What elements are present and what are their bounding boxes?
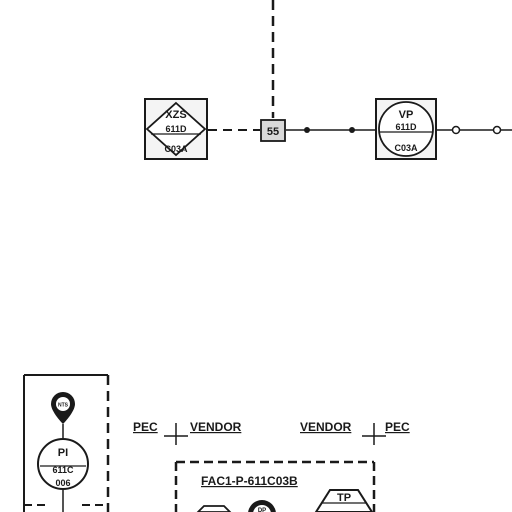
dp-tag: DP <box>258 508 266 512</box>
vendor-package-boundary <box>174 460 376 512</box>
vp-bubble <box>378 101 434 157</box>
tp-instrument[interactable]: TP <box>314 489 374 512</box>
pi-tag: PI <box>58 447 68 459</box>
xzs-diamond <box>145 101 207 157</box>
left-pec-label: PEC <box>133 420 158 434</box>
junction-label: 55 <box>267 126 279 138</box>
left-vendor-label: VENDOR <box>190 420 242 434</box>
pi-package-boundary <box>23 374 110 512</box>
xzs-tag: XZS <box>165 109 186 121</box>
hollow-connection-circle <box>451 125 461 135</box>
xzs-suffix: C03A <box>164 144 188 154</box>
dp-bubble-inner <box>253 505 271 512</box>
pi-instrument[interactable]: PI 611C 006 <box>37 438 89 490</box>
dp-instrument[interactable]: DP <box>248 500 276 512</box>
connection-dot <box>304 127 310 133</box>
right-pec-label: PEC <box>385 420 410 434</box>
tp-hexagon <box>314 489 374 512</box>
left-scope-break: PEC VENDOR <box>133 420 242 445</box>
bottom-left-hexagon <box>196 505 232 512</box>
xzs-number: 611D <box>165 124 187 134</box>
pin-marker-label: NTS <box>58 403 69 409</box>
connection-dot <box>349 127 355 133</box>
vp-number: 611D <box>395 122 417 132</box>
right-vendor-label: VENDOR <box>300 420 352 434</box>
junction-box[interactable]: 55 <box>260 119 286 142</box>
pump-tag-label[interactable]: FAC1-P-611C03B <box>201 474 298 488</box>
pi-number: 611C <box>52 465 74 475</box>
vp-tag: VP <box>399 109 414 121</box>
hollow-connection-circle <box>492 125 502 135</box>
pin-marker-icon: NTS <box>51 392 75 424</box>
right-scope-break: VENDOR PEC <box>300 420 410 445</box>
junction-rect <box>260 119 286 142</box>
tp-tag: TP <box>337 492 351 504</box>
pi-suffix: 006 <box>55 478 70 488</box>
vp-suffix: C03A <box>394 143 418 153</box>
xzs-instrument[interactable]: XZS 611D C03A <box>144 98 208 160</box>
vp-instrument[interactable]: VP 611D C03A <box>375 98 437 160</box>
